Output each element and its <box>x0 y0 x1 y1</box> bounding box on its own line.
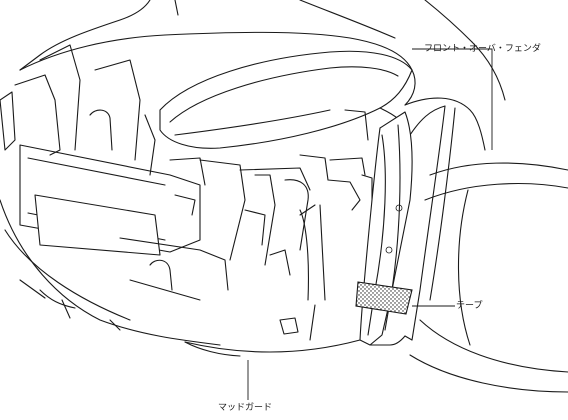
tape <box>355 281 413 315</box>
leader-lines <box>247 48 493 400</box>
headlamp <box>159 50 413 149</box>
front-over-fender-label: フロント・オーバ・フェンダ <box>424 44 541 54</box>
engine-bay-details <box>14 44 373 341</box>
front-bumper <box>0 91 221 346</box>
tape-label: テープ <box>456 301 483 311</box>
hood <box>19 0 473 106</box>
wheel-arch <box>409 162 568 393</box>
mud-guard-label: マッドガード <box>218 403 273 413</box>
